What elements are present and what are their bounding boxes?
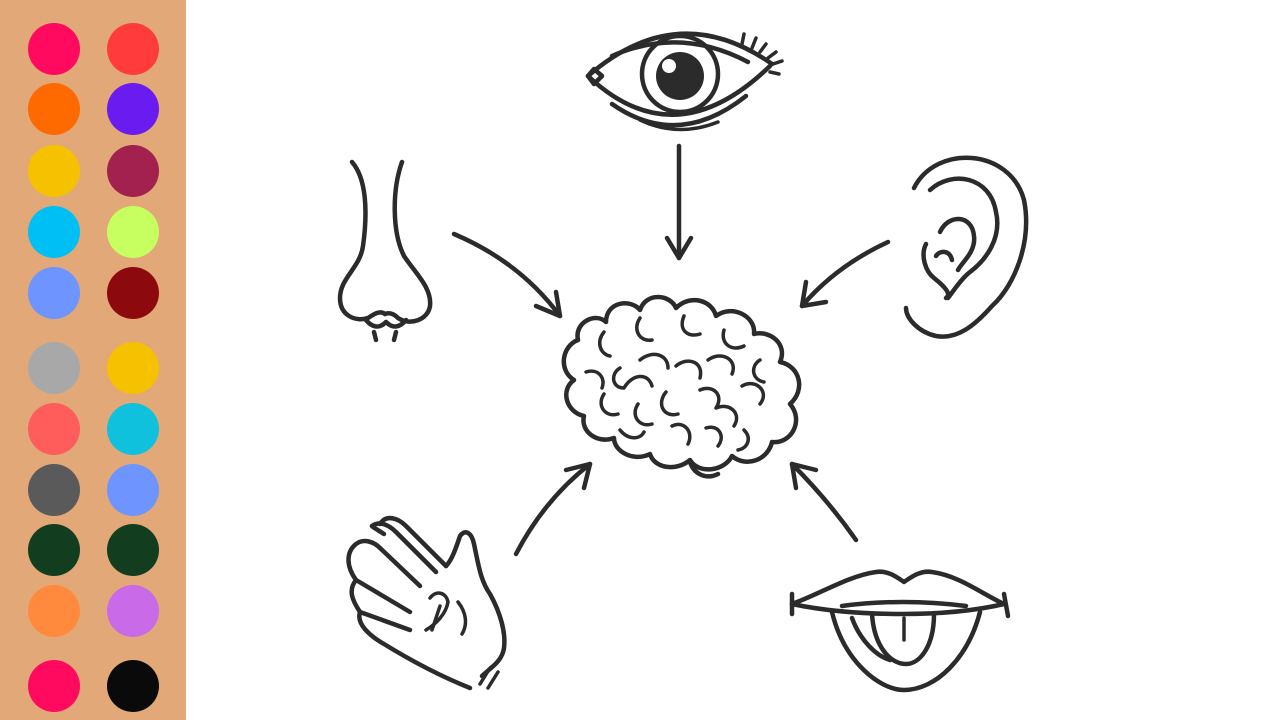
mouth-icon[interactable] (789, 461, 1011, 693)
color-swatch[interactable] (28, 464, 80, 516)
coloring-page (337, 31, 1029, 693)
color-swatch[interactable] (107, 206, 159, 258)
nose-icon[interactable] (337, 159, 563, 343)
ear-icon[interactable] (799, 155, 1029, 339)
color-swatch[interactable] (107, 267, 159, 319)
color-swatch[interactable] (28, 585, 80, 637)
color-swatch[interactable] (28, 145, 80, 197)
eye-icon[interactable] (585, 31, 784, 261)
color-swatch[interactable] (107, 464, 159, 516)
color-swatch[interactable] (28, 660, 80, 712)
color-swatch[interactable] (107, 660, 159, 712)
color-palette (0, 0, 186, 720)
color-swatch[interactable] (107, 83, 159, 135)
hand-icon[interactable] (346, 461, 593, 691)
color-swatch[interactable] (107, 403, 159, 455)
color-swatch[interactable] (107, 23, 159, 75)
color-swatch[interactable] (107, 342, 159, 394)
color-swatch[interactable] (28, 267, 80, 319)
color-swatch[interactable] (107, 145, 159, 197)
color-swatch[interactable] (28, 83, 80, 135)
color-swatch[interactable] (28, 342, 80, 394)
color-swatch[interactable] (28, 23, 80, 75)
brain-icon[interactable] (561, 294, 802, 479)
color-swatch[interactable] (107, 585, 159, 637)
color-swatch[interactable] (28, 206, 80, 258)
color-swatch[interactable] (28, 524, 80, 576)
color-swatch[interactable] (107, 524, 159, 576)
drawing-canvas[interactable] (186, 0, 1280, 720)
color-swatch[interactable] (28, 403, 80, 455)
